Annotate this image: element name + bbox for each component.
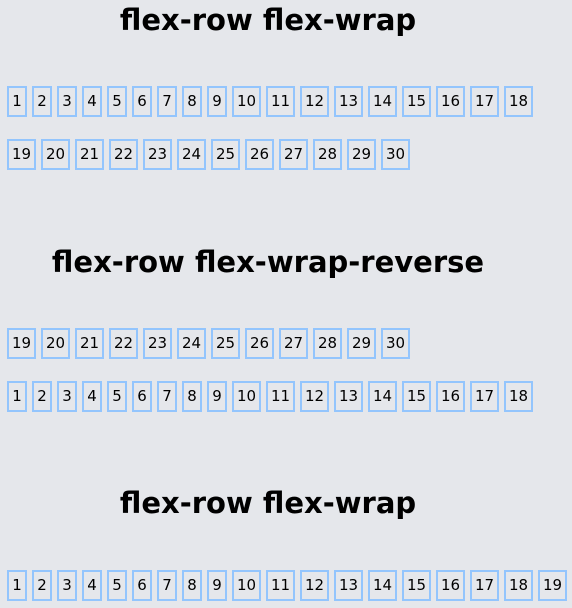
flex-item-box: 3 — [57, 381, 77, 412]
flex-item-box: 27 — [279, 139, 308, 170]
flex-item-box: 26 — [245, 139, 274, 170]
flex-item-box: 2 — [32, 86, 52, 117]
flex-item-box: 2 — [32, 381, 52, 412]
flex-item-box: 8 — [182, 86, 202, 117]
flex-item-box: 14 — [368, 381, 397, 412]
flex-item-box: 7 — [157, 570, 177, 601]
flex-item-box: 9 — [207, 86, 227, 117]
flex-item-box: 20 — [41, 139, 70, 170]
flex-item-box: 6 — [132, 381, 152, 412]
flex-item-box: 18 — [504, 86, 533, 117]
flex-item-box: 29 — [347, 139, 376, 170]
flex-item-box: 7 — [157, 86, 177, 117]
flex-item-box: 16 — [436, 86, 465, 117]
flex-item-box: 8 — [182, 570, 202, 601]
flex-item-box: 9 — [207, 570, 227, 601]
flex-item-box: 3 — [57, 570, 77, 601]
flex-item-box: 17 — [470, 570, 499, 601]
flex-item-box: 3 — [57, 86, 77, 117]
flex-item-box: 19 — [7, 139, 36, 170]
flex-item-box: 30 — [381, 328, 410, 359]
flex-item-box: 12 — [300, 381, 329, 412]
flex-item-box: 10 — [232, 381, 261, 412]
flex-item-box: 18 — [504, 381, 533, 412]
section-title-flex-wrap: flex-row flex-wrap — [119, 3, 417, 37]
flex-item-box: 7 — [157, 381, 177, 412]
flex-item-box: 1 — [7, 570, 27, 601]
flex-item-box: 1 — [7, 86, 27, 117]
flex-item-box: 25 — [211, 328, 240, 359]
flex-item-box: 13 — [334, 381, 363, 412]
flex-item-box: 10 — [232, 86, 261, 117]
flex-item-box: 4 — [82, 86, 102, 117]
flex-item-box: 26 — [245, 328, 274, 359]
flex-item-box: 12 — [300, 86, 329, 117]
flex-item-box: 16 — [436, 381, 465, 412]
section-title-flex-wrap-reverse: flex-row flex-wrap-reverse — [51, 245, 485, 279]
flex-item-box: 18 — [504, 570, 533, 601]
flex-item-box: 20 — [41, 328, 70, 359]
flex-item-box: 23 — [143, 328, 172, 359]
flex-item-box: 22 — [109, 139, 138, 170]
flex-item-box: 9 — [207, 381, 227, 412]
flex-item-box: 6 — [132, 570, 152, 601]
flex-item-box: 23 — [143, 139, 172, 170]
flex-item-box: 12 — [300, 570, 329, 601]
flex-item-box: 28 — [313, 139, 342, 170]
flex-item-box: 29 — [347, 328, 376, 359]
flex-item-box: 19 — [538, 570, 567, 601]
flex-item-box: 24 — [177, 139, 206, 170]
flex-item-box: 27 — [279, 328, 308, 359]
flex-item-box: 11 — [266, 570, 295, 601]
flex-item-box: 17 — [470, 86, 499, 117]
flex-item-box: 4 — [82, 570, 102, 601]
flex-item-box: 21 — [75, 139, 104, 170]
flex-item-box: 15 — [402, 570, 431, 601]
section-title-flex-wrap-2: flex-row flex-wrap — [119, 486, 417, 520]
flex-item-box: 13 — [334, 570, 363, 601]
flex-item-box: 15 — [402, 86, 431, 117]
flex-item-box: 25 — [211, 139, 240, 170]
flex-item-box: 2 — [32, 570, 52, 601]
flex-item-box: 21 — [75, 328, 104, 359]
flex-item-box: 8 — [182, 381, 202, 412]
flex-item-box: 14 — [368, 86, 397, 117]
flex-item-box: 1 — [7, 381, 27, 412]
flex-item-box: 28 — [313, 328, 342, 359]
flex-item-box: 5 — [107, 86, 127, 117]
flex-item-box: 24 — [177, 328, 206, 359]
flex-item-box: 13 — [334, 86, 363, 117]
flex-item-box: 22 — [109, 328, 138, 359]
flex-item-box: 5 — [107, 570, 127, 601]
flex-item-box: 19 — [7, 328, 36, 359]
flex-item-box: 10 — [232, 570, 261, 601]
flex-item-box: 15 — [402, 381, 431, 412]
flex-item-box: 11 — [266, 86, 295, 117]
flex-item-box: 16 — [436, 570, 465, 601]
flex-item-box: 14 — [368, 570, 397, 601]
flex-item-box: 4 — [82, 381, 102, 412]
flex-item-box: 5 — [107, 381, 127, 412]
flex-item-box: 17 — [470, 381, 499, 412]
flex-item-box: 11 — [266, 381, 295, 412]
flex-item-box: 30 — [381, 139, 410, 170]
flex-item-box: 6 — [132, 86, 152, 117]
